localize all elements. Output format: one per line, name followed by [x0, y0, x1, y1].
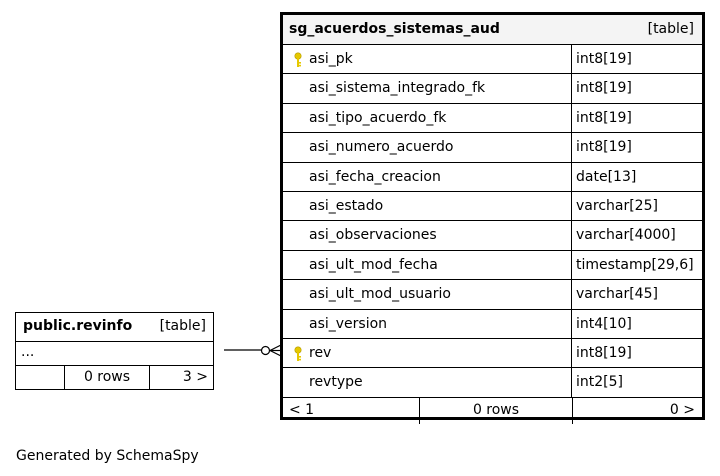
column-name: asi_fecha_creacion: [283, 162, 572, 191]
column-type: varchar[4000]: [576, 227, 676, 244]
row-count: 0 rows: [65, 366, 150, 390]
collapsed-columns: ...: [16, 342, 213, 366]
column-type: date[13]: [576, 168, 637, 185]
column-name: asi_numero_acuerdo: [283, 133, 572, 162]
column-name: asi_sistema_integrado_fk: [283, 74, 572, 103]
column-type: int8[19]: [576, 80, 632, 97]
column-name: asi_version: [283, 309, 572, 338]
column-type: int8[19]: [576, 51, 632, 67]
parents-count: [16, 366, 65, 390]
crowfoot-lower: [269, 349, 282, 357]
column-type: timestamp[29,6]: [576, 256, 694, 273]
column-type: varchar[45]: [576, 286, 658, 303]
column-name: revtype: [283, 368, 572, 397]
column-name: asi_pk: [283, 45, 572, 74]
children-count[interactable]: 3 >: [182, 369, 208, 385]
table-footer: 0 rows 3 >: [16, 366, 213, 390]
generated-by-note: Generated by SchemaSpy: [16, 448, 199, 464]
column-name: asi_observaciones: [283, 221, 572, 250]
column-name: asi_estado: [283, 192, 572, 221]
table-header: sg_acuerdos_sistemas_aud [table]: [283, 15, 702, 45]
key-icon: [294, 52, 302, 67]
column-type: int8[19]: [576, 139, 632, 156]
row-count: 0 rows: [419, 397, 573, 424]
crowfoot-upper: [269, 344, 282, 352]
ellipsis: ...: [21, 344, 35, 360]
children-count[interactable]: 0 >: [669, 401, 695, 418]
column-type: int8[19]: [576, 109, 632, 126]
column-name: asi_tipo_acuerdo_fk: [283, 103, 572, 133]
parents-count[interactable]: < 1: [289, 401, 315, 418]
column-name: rev: [283, 339, 572, 368]
table-name[interactable]: public.revinfo: [23, 318, 133, 334]
column-name: asi_ult_mod_usuario: [283, 280, 572, 309]
column-type: varchar[25]: [576, 198, 658, 214]
column-name: asi_ult_mod_fecha: [283, 250, 572, 280]
key-icon: [294, 346, 302, 361]
table-header: public.revinfo [table]: [16, 313, 213, 342]
table-name[interactable]: sg_acuerdos_sistemas_aud: [289, 21, 500, 37]
optional-circle-marker: [260, 345, 271, 356]
table-public-revinfo[interactable]: public.revinfo [table] ... 0 rows 3 >: [15, 312, 214, 390]
table-footer: < 1 0 rows 0 >: [283, 397, 702, 424]
column-type: int4[10]: [576, 315, 632, 332]
column-type: int2[5]: [576, 374, 623, 391]
column-type: int8[19]: [576, 345, 632, 361]
table-kind: [table]: [159, 318, 206, 334]
table-kind: [table]: [647, 21, 694, 37]
